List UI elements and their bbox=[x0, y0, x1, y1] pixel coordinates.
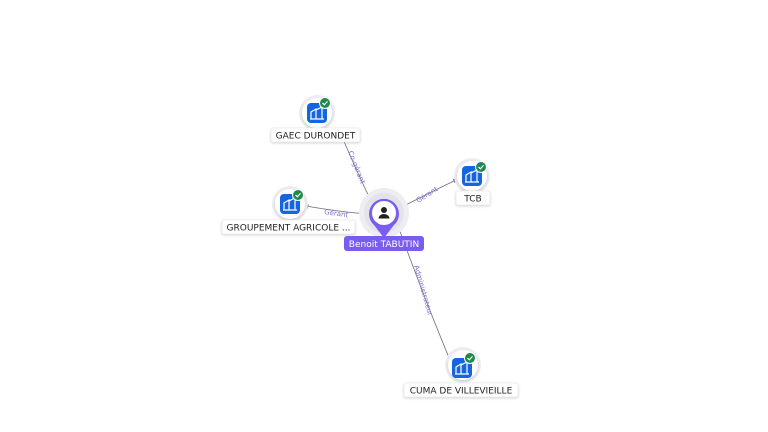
person-node[interactable]: Benoit TABUTIN bbox=[344, 188, 424, 251]
edge-label-cuma: Administrateur bbox=[412, 264, 434, 316]
company-node-cuma[interactable]: CUMA DE VILLEVIEILLE bbox=[403, 347, 519, 398]
company-name-tcb: TCB bbox=[463, 195, 481, 205]
person-icon bbox=[378, 207, 390, 219]
node-label-box bbox=[221, 219, 356, 235]
edge-label-gaec: Co-gérant bbox=[346, 150, 367, 186]
company-name-cuma: CUMA DE VILLEVIEILLE bbox=[410, 387, 513, 397]
node-label-box bbox=[270, 127, 361, 143]
node-label-box bbox=[403, 382, 519, 398]
company-node-tcb[interactable]: TCB bbox=[454, 158, 491, 206]
check-badge-icon bbox=[475, 161, 487, 173]
person-name: Benoit TABUTIN bbox=[349, 240, 419, 250]
check-badge-icon bbox=[464, 352, 476, 364]
check-badge-icon bbox=[319, 97, 331, 109]
check-badge-icon bbox=[292, 189, 304, 201]
edge-label-tcb: Gérant bbox=[415, 185, 440, 205]
edge-label-groupement: Gérant bbox=[324, 208, 349, 219]
company-node-groupement[interactable]: GROUPEMENT AGRICOLE ... bbox=[221, 186, 356, 235]
company-node-gaec[interactable]: GAEC DURONDET bbox=[270, 95, 361, 143]
company-name-gaec: GAEC DURONDET bbox=[276, 132, 356, 142]
person-label-box bbox=[344, 236, 424, 251]
node-label-box bbox=[455, 190, 491, 206]
company-name-groupement: GROUPEMENT AGRICOLE ... bbox=[227, 224, 351, 234]
